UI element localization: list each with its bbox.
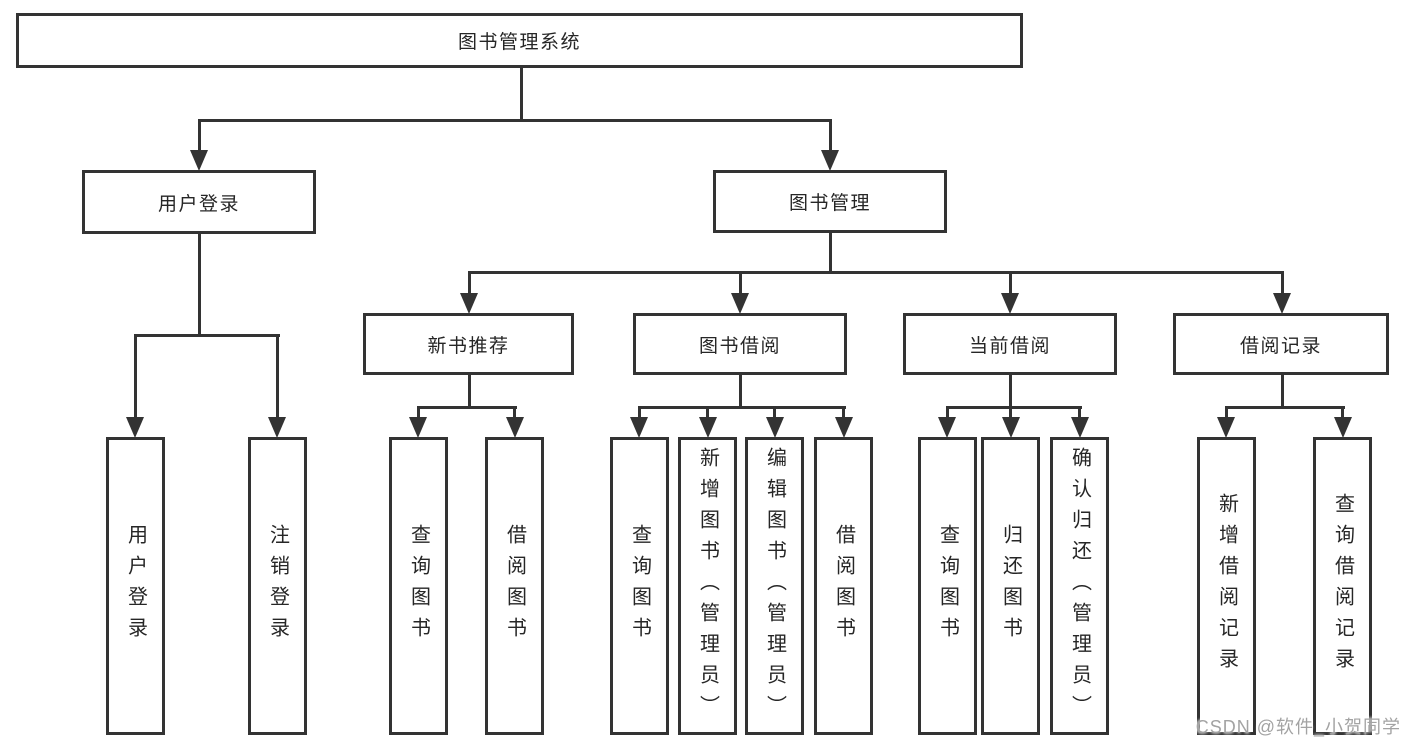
arrowhead-down-icon [1217, 417, 1235, 438]
arrowhead-down-icon [409, 417, 427, 438]
connector-line [197, 120, 201, 152]
connector-line [197, 234, 201, 337]
arrowhead-down-icon [765, 417, 784, 438]
leaf-query-borrow-record: 查询借阅记录 [1313, 437, 1372, 735]
leaf-add-books-admin: 新增图书（管理员） [678, 437, 737, 735]
arrowhead-down-icon [630, 417, 648, 438]
node-label: 用户登录 [157, 193, 240, 215]
connector-line [1008, 272, 1012, 295]
connector-line [519, 68, 523, 121]
arrowhead-down-icon [268, 417, 286, 438]
node-label: 借阅图书 [503, 524, 526, 648]
connector-line [1280, 272, 1284, 295]
connector-line [637, 407, 641, 420]
leaf-query-books-current: 查询图书 [918, 437, 977, 735]
leaf-add-borrow-record: 新增借阅记录 [1197, 437, 1256, 735]
node-library-management-system: 图书管理系统 [16, 13, 1023, 68]
connector-line [828, 120, 832, 152]
node-label: 图书管理 [788, 193, 871, 214]
node-book-management: 图书管理 [713, 170, 947, 233]
connector-line [416, 406, 517, 409]
node-label: 编辑图书（管理员） [763, 446, 786, 726]
arrowhead-down-icon [698, 417, 717, 438]
arrowhead-down-icon [1273, 293, 1291, 314]
node-label: 借阅图书 [832, 524, 855, 648]
connector-line [1224, 407, 1228, 420]
arrowhead-down-icon [731, 293, 749, 314]
arrowhead-down-icon [938, 417, 956, 438]
connector-line [275, 335, 279, 419]
arrowhead-down-icon [190, 150, 208, 171]
node-label: 图书借阅 [698, 335, 781, 357]
arrowhead-down-icon [1001, 417, 1020, 438]
connector-line [945, 407, 949, 420]
connector-line [467, 375, 471, 409]
node-label: 用户登录 [124, 524, 147, 648]
node-new-book-recommendation: 新书推荐 [363, 313, 574, 375]
connector-line [133, 335, 137, 419]
node-borrowing-records: 借阅记录 [1173, 313, 1389, 375]
leaf-return-books: 归还图书 [981, 437, 1040, 735]
leaf-confirm-return-admin: 确认归还（管理员） [1050, 437, 1109, 735]
csdn-watermark: CSDN @软件_小贺同学 [1195, 717, 1401, 737]
node-label: 新增借阅记录 [1215, 493, 1238, 679]
connector-line [706, 407, 709, 420]
connector-line [1008, 375, 1012, 409]
connector-line [637, 406, 846, 409]
node-label: 查询图书 [628, 524, 651, 648]
connector-line [513, 407, 516, 420]
arrowhead-down-icon [1333, 417, 1352, 438]
connector-line [828, 233, 832, 274]
connector-line [467, 272, 471, 295]
connector-line [773, 407, 776, 420]
connector-line [1341, 407, 1344, 420]
leaf-borrow-books-borrowing: 借阅图书 [814, 437, 873, 735]
node-label: 借阅记录 [1239, 335, 1322, 357]
arrowhead-down-icon [1001, 293, 1019, 314]
node-label: 注销登录 [266, 524, 289, 648]
connector-line [1280, 375, 1284, 409]
arrowhead-down-icon [126, 417, 144, 438]
connector-line [1224, 406, 1345, 409]
leaf-query-books-borrowing: 查询图书 [610, 437, 669, 735]
connector-line [945, 406, 1082, 409]
node-label: 新书推荐 [427, 335, 510, 357]
node-label: 查询图书 [407, 524, 430, 648]
connector-line [738, 272, 742, 295]
node-label: 新增图书（管理员） [696, 446, 719, 726]
connector-line [738, 375, 742, 409]
node-user-login: 用户登录 [82, 170, 316, 234]
node-current-borrowing: 当前借阅 [903, 313, 1117, 375]
node-label: 查询图书 [936, 524, 959, 648]
connector-line [467, 271, 1284, 274]
arrowhead-down-icon [1070, 417, 1089, 438]
leaf-borrow-books-recommend: 借阅图书 [485, 437, 544, 735]
node-label: 当前借阅 [968, 335, 1051, 357]
leaf-logout-login: 注销登录 [248, 437, 307, 735]
connector-line [416, 407, 420, 420]
node-label: 确认归还（管理员） [1068, 446, 1091, 726]
node-label: 归还图书 [999, 524, 1022, 648]
node-label: 查询借阅记录 [1331, 493, 1354, 679]
leaf-user-login: 用户登录 [106, 437, 165, 735]
connector-line [842, 407, 845, 420]
leaf-query-books-recommend: 查询图书 [389, 437, 448, 735]
arrowhead-down-icon [460, 293, 478, 314]
connector-line [133, 334, 280, 337]
node-label: 图书管理系统 [457, 32, 581, 53]
arrowhead-down-icon [505, 417, 524, 438]
arrowhead-down-icon [834, 417, 853, 438]
connector-line [1009, 407, 1012, 420]
connector-line [1078, 407, 1081, 420]
node-book-borrowing: 图书借阅 [633, 313, 847, 375]
arrowhead-down-icon [821, 150, 839, 171]
connector-line [197, 119, 832, 122]
leaf-edit-books-admin: 编辑图书（管理员） [745, 437, 804, 735]
